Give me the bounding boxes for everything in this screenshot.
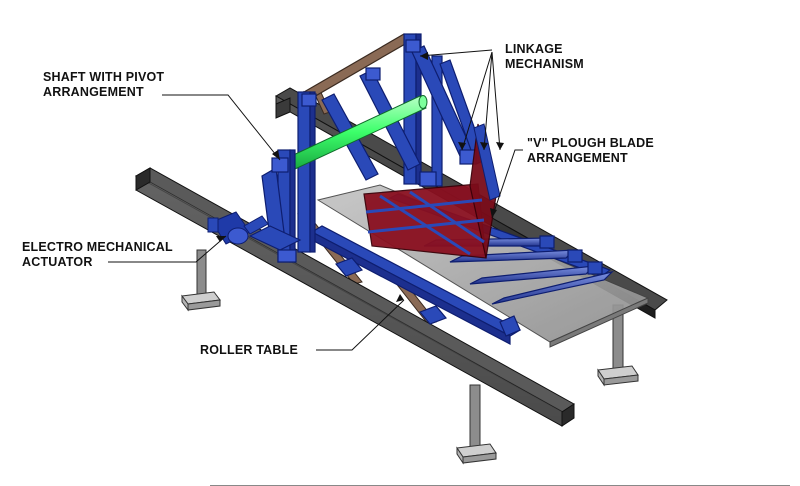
label-roller-table: ROLLER TABLE (200, 343, 298, 358)
arrow-heads (216, 52, 504, 302)
label-roller-table-line1: ROLLER TABLE (200, 343, 298, 357)
label-linkage-line1: LINKAGE (505, 42, 563, 56)
label-linkage: LINKAGE MECHANISM (505, 42, 584, 72)
support-leg-center (456, 384, 497, 465)
label-shaft-pivot-line1: SHAFT WITH PIVOT (43, 70, 165, 84)
label-actuator-line1: ELECTRO MECHANICAL (22, 240, 173, 254)
label-shaft-pivot-line2: ARRANGEMENT (43, 85, 144, 99)
label-linkage-line2: MECHANISM (505, 57, 584, 71)
label-shaft-pivot: SHAFT WITH PIVOT ARRANGEMENT (43, 70, 164, 100)
label-actuator-line2: ACTUATOR (22, 255, 93, 269)
label-plough: "V" PLOUGH BLADE ARRANGEMENT (527, 136, 654, 166)
plough-blade (363, 123, 501, 259)
label-plough-line1: "V" PLOUGH BLADE (527, 136, 654, 150)
support-leg-right (597, 304, 639, 387)
front-frame (248, 149, 302, 263)
leader-lines (108, 49, 790, 486)
label-plough-line2: ARRANGEMENT (527, 151, 628, 165)
support-leg-left (181, 249, 221, 312)
label-actuator: ELECTRO MECHANICAL ACTUATOR (22, 240, 173, 270)
